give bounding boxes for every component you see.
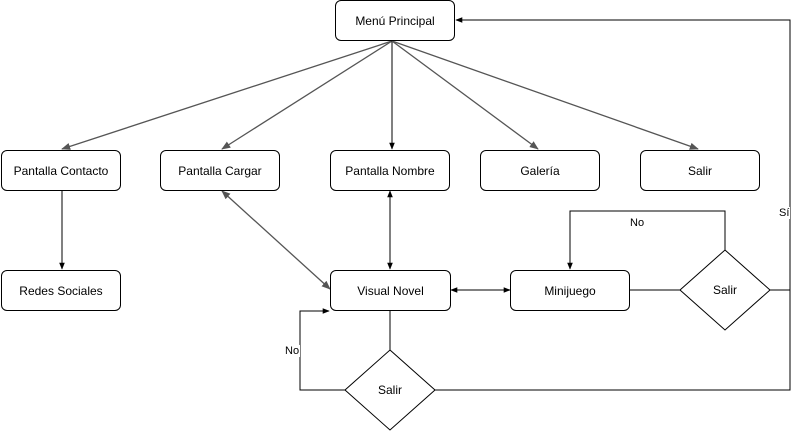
edge-label-si: Sí [778, 207, 791, 219]
node-minijuego[interactable]: Minijuego [510, 270, 630, 311]
edge-cargar-visualnovel [221, 190, 331, 290]
edge-menu-to-salir [391, 40, 699, 150]
node-visual-novel[interactable]: Visual Novel [330, 270, 451, 311]
decision-salir-minijuego-label[interactable]: Salir [712, 283, 737, 297]
edge-decision-si-to-menu [455, 17, 791, 291]
node-redes-sociales[interactable]: Redes Sociales [1, 270, 121, 311]
edge-decision-no-to-minijuego [567, 210, 726, 270]
edge-label-no-minijuego: No [629, 217, 646, 229]
edge-decision2-no-to-visualnovel [299, 308, 345, 391]
edge-menu-to-contacto [61, 40, 393, 150]
edge-menu-to-cargar [221, 40, 393, 150]
decision-salir-visualnovel-label[interactable]: Salir [377, 383, 402, 397]
node-pantalla-cargar[interactable]: Pantalla Cargar [160, 150, 280, 191]
node-salir[interactable]: Salir [640, 150, 760, 191]
node-galeria[interactable]: Galería [480, 150, 600, 191]
edge-label-no-visualnovel: No [284, 345, 301, 357]
decision-salir-minijuego-shape [679, 249, 771, 331]
decision-salir-visualnovel-shape [344, 349, 436, 431]
edge-menu-to-galeria [391, 40, 539, 150]
edge-decision2-to-si-line [435, 290, 791, 391]
node-pantalla-nombre[interactable]: Pantalla Nombre [330, 150, 450, 191]
node-menu-principal[interactable]: Menú Principal [335, 0, 455, 41]
node-pantalla-contacto[interactable]: Pantalla Contacto [1, 150, 121, 191]
